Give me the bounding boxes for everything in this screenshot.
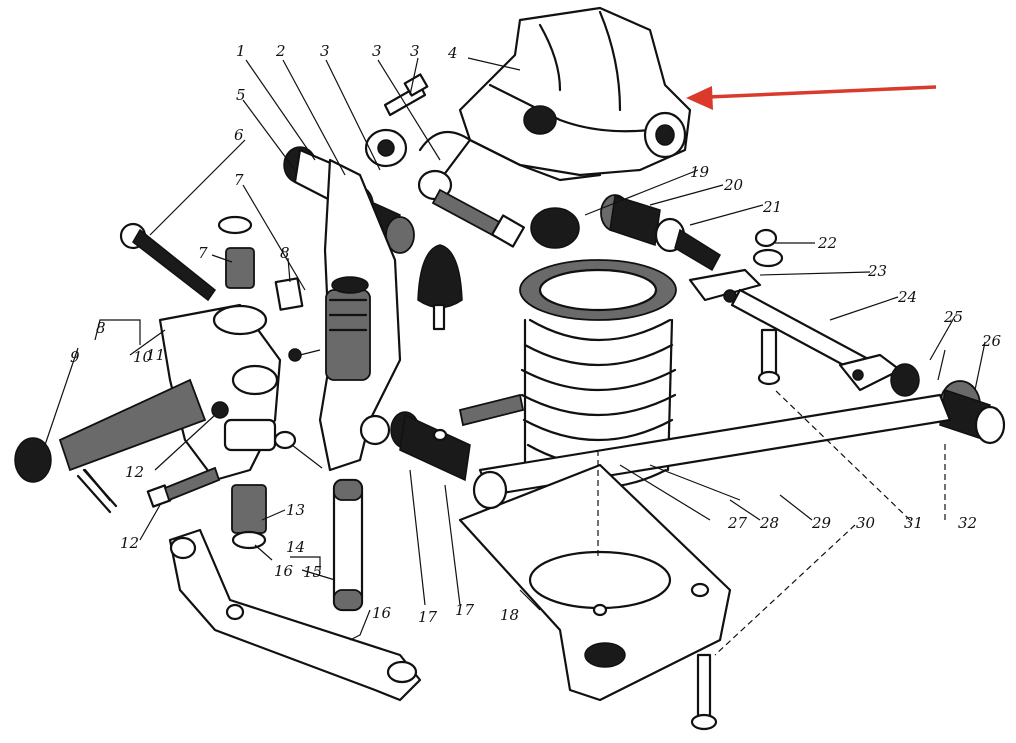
bolt-22 xyxy=(690,653,718,731)
label-27: 16 xyxy=(372,604,392,622)
left-bolt-7 xyxy=(119,222,217,302)
knuckle-support xyxy=(318,158,402,472)
upper-arm-housing xyxy=(364,6,692,201)
label-12-bottom: 27 xyxy=(727,514,748,532)
king-pin xyxy=(332,478,364,612)
bushing-30 xyxy=(231,484,267,550)
steering-arm xyxy=(168,528,422,702)
label-21: 31 xyxy=(904,514,923,532)
bolt-21 xyxy=(757,328,781,386)
right-upper-bushings xyxy=(600,194,784,272)
rubber-bump-stop xyxy=(417,207,580,331)
label-5: 8 xyxy=(280,244,290,262)
lower-control-arm xyxy=(458,463,732,702)
label-24: 28 xyxy=(759,514,779,532)
label-30: 13 xyxy=(286,501,305,519)
label-1: 8 xyxy=(96,319,106,337)
cotter-pin xyxy=(76,468,118,514)
label-22: 30 xyxy=(856,514,876,532)
label-15: 20 xyxy=(723,176,744,194)
label-12-top: 3 xyxy=(410,42,420,60)
small-parts-4-5 xyxy=(217,215,321,362)
label-8-bottom: 17 xyxy=(455,601,475,619)
steering-knuckle xyxy=(14,303,282,502)
top-bolt xyxy=(383,73,429,117)
label-7-top: 3 xyxy=(372,42,382,60)
label-31: 12 xyxy=(120,534,139,552)
label-6: 7 xyxy=(234,171,244,189)
label-29: 15 xyxy=(303,563,322,581)
label-20: 26 xyxy=(981,332,1002,350)
label-13: 4 xyxy=(447,44,458,62)
pointer-arrow xyxy=(686,85,937,110)
label-3-mid: 11 xyxy=(146,346,165,364)
label-26: 17 xyxy=(418,608,438,626)
label-28: 14 xyxy=(286,538,305,556)
label-23: 29 xyxy=(811,514,832,532)
label-11: 3 xyxy=(320,42,330,60)
bolt-31 xyxy=(146,430,323,508)
label-3-bottom: 16 xyxy=(274,562,294,580)
label-4: 7 xyxy=(198,244,208,262)
leader-lines xyxy=(44,57,986,656)
label-3-left: 10 xyxy=(133,348,153,366)
label-2: 9 xyxy=(70,348,80,366)
label-17-right: 25 xyxy=(943,308,963,326)
label-14: 19 xyxy=(690,163,710,181)
upper-bolt-7 xyxy=(431,188,525,248)
stabilizer-bar xyxy=(688,268,902,392)
part-labels: 1 2 3 3 3 4 5 6 7 7 8 8 9 10 11 12 12 13… xyxy=(70,42,1002,626)
label-10: 2 xyxy=(275,42,286,60)
coil-spring xyxy=(519,259,677,489)
label-9: 1 xyxy=(236,42,246,60)
label-8-top: 5 xyxy=(236,86,246,104)
label-18: 23 xyxy=(867,262,887,280)
label-32: 12 xyxy=(125,463,144,481)
label-16-top: 21 xyxy=(762,198,782,216)
label-17-top: 22 xyxy=(817,234,837,252)
label-19: 24 xyxy=(897,288,917,306)
label-25: 18 xyxy=(500,606,519,624)
lower-bushings xyxy=(390,393,525,510)
label-16-bottom: 32 xyxy=(958,514,977,532)
label-7-left: 6 xyxy=(234,126,244,144)
